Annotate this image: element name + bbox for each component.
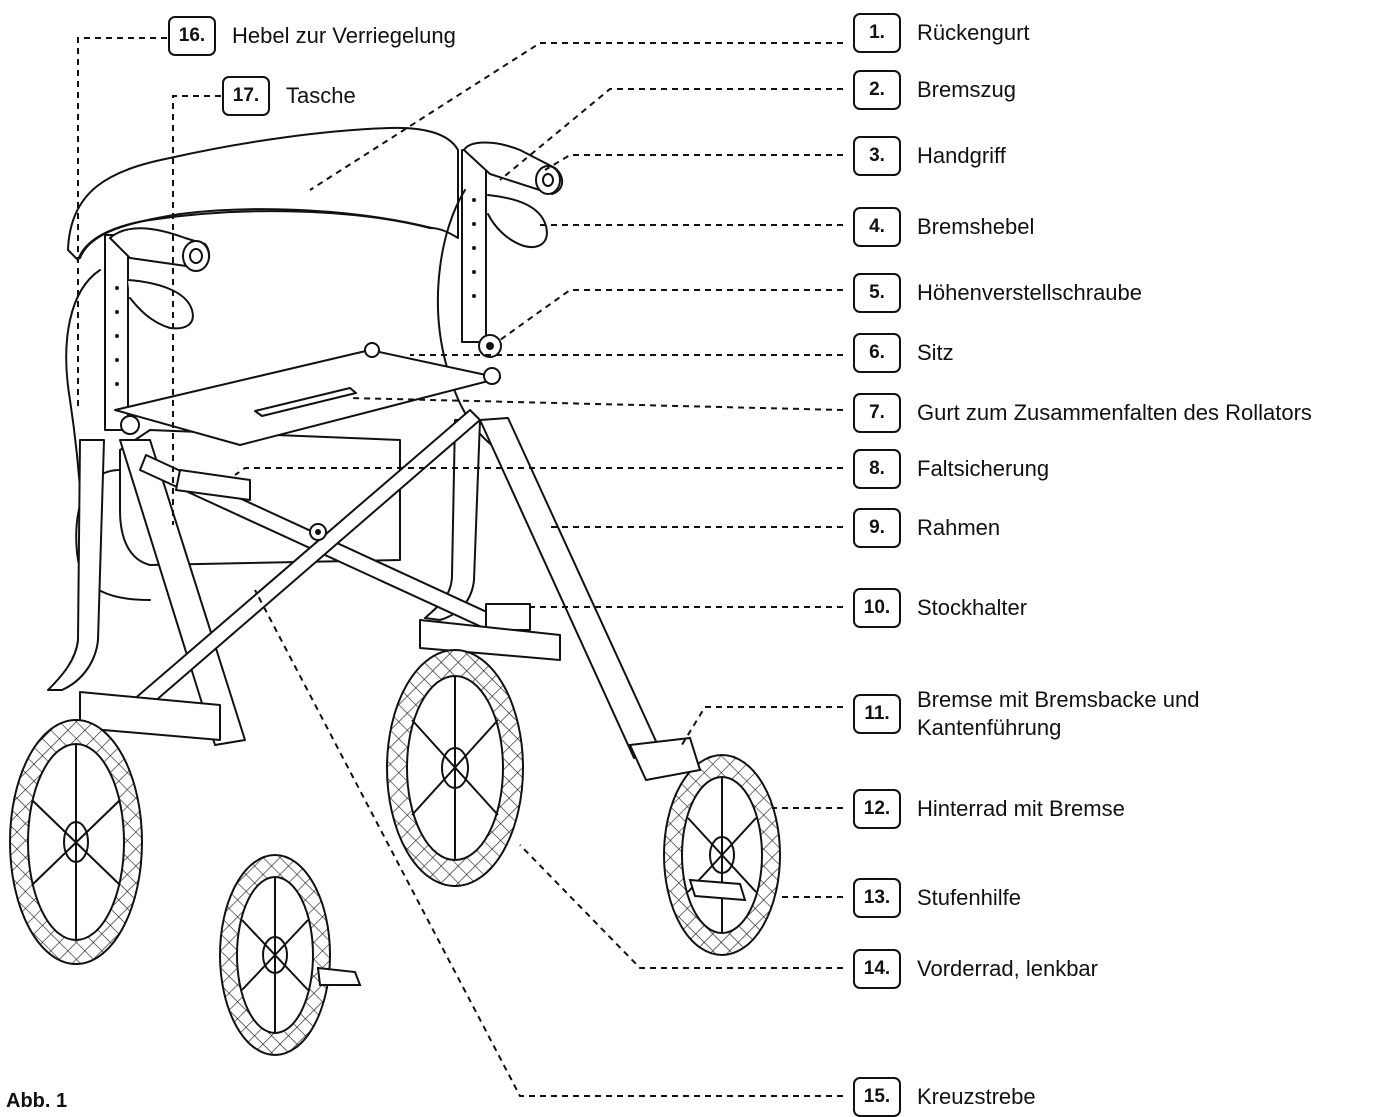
wheels bbox=[9, 649, 781, 1056]
callout-number: 12. bbox=[853, 789, 901, 829]
callout-label: Faltsicherung bbox=[917, 456, 1050, 481]
callout-number: 13. bbox=[853, 878, 901, 918]
callout-11: 11. Bremse mit Bremsbacke und Kantenführ… bbox=[853, 686, 1257, 742]
callout-2: 2. Bremszug bbox=[853, 70, 1016, 110]
right-brake-lever bbox=[487, 194, 548, 248]
brake-block bbox=[628, 736, 702, 782]
callout-5: 5. Höhenverstellschraube bbox=[853, 273, 1142, 313]
step-aid bbox=[688, 878, 747, 902]
right-rear-leg bbox=[424, 419, 481, 621]
callout-6: 6. Sitz bbox=[853, 333, 954, 373]
callout-9: 9. Rahmen bbox=[853, 508, 1000, 548]
callout-label: Höhenverstellschraube bbox=[917, 280, 1143, 305]
callout-label: Bremse mit Bremsbacke und Kantenführung bbox=[917, 687, 1200, 740]
callout-label: Sitz bbox=[917, 340, 954, 365]
callout-4: 4. Bremshebel bbox=[853, 207, 1034, 247]
callout-label: Rückengurt bbox=[917, 20, 1030, 45]
callout-number: 9. bbox=[853, 508, 901, 548]
callout-number: 14. bbox=[853, 949, 901, 989]
callout-16: 16. Hebel zur Verriegelung bbox=[168, 16, 456, 56]
folding-safety bbox=[175, 469, 251, 501]
callout-number: 2. bbox=[853, 70, 901, 110]
callout-label: Rahmen bbox=[917, 515, 1001, 540]
callout-label: Tasche bbox=[286, 83, 356, 108]
callout-label: Hebel zur Verriegelung bbox=[232, 23, 456, 48]
callout-14: 14. Vorderrad, lenkbar bbox=[853, 949, 1098, 989]
callout-label: Stockhalter bbox=[917, 595, 1028, 620]
callout-10: 10. Stockhalter bbox=[853, 588, 1027, 628]
callout-number: 4. bbox=[853, 207, 901, 247]
callout-label: Vorderrad, lenkbar bbox=[917, 956, 1098, 981]
callout-7: 7. Gurt zum Zusammenfalten des Rollators bbox=[853, 393, 1312, 433]
left-brake-lever bbox=[127, 279, 194, 330]
callout-label: Stufenhilfe bbox=[917, 885, 1021, 910]
callout-15: 15. Kreuzstrebe bbox=[853, 1077, 1036, 1117]
callout-number: 6. bbox=[853, 333, 901, 373]
callout-number: 17. bbox=[222, 76, 270, 116]
leader-lines bbox=[77, 37, 844, 1097]
left-rear-post bbox=[104, 234, 129, 431]
callout-number: 3. bbox=[853, 136, 901, 176]
callout-label: Gurt zum Zusammenfalten des Rollators bbox=[917, 400, 1312, 425]
callout-13: 13. Stufenhilfe bbox=[853, 878, 1021, 918]
callout-12: 12. Hinterrad mit Bremse bbox=[853, 789, 1125, 829]
rollator-frame bbox=[47, 126, 661, 759]
cane-holder bbox=[485, 603, 531, 631]
callout-3: 3. Handgriff bbox=[853, 136, 1006, 176]
callout-label: Kreuzstrebe bbox=[917, 1084, 1036, 1109]
callout-1: 1. Rückengurt bbox=[853, 13, 1030, 53]
left-front-leg bbox=[119, 439, 246, 746]
callout-label: Hinterrad mit Bremse bbox=[917, 796, 1125, 821]
callout-number: 1. bbox=[853, 13, 901, 53]
callout-label: Bremshebel bbox=[917, 214, 1035, 239]
callout-number: 10. bbox=[853, 588, 901, 628]
callout-number: 7. bbox=[853, 393, 901, 433]
callout-number: 15. bbox=[853, 1077, 901, 1117]
callout-number: 11. bbox=[853, 694, 901, 734]
callout-number: 8. bbox=[853, 449, 901, 489]
callout-label: Handgriff bbox=[917, 143, 1006, 168]
callout-17: 17. Tasche bbox=[222, 76, 356, 116]
figure-label: Abb. 1 bbox=[6, 1090, 68, 1112]
callout-number: 5. bbox=[853, 273, 901, 313]
left-rear-leg bbox=[47, 439, 105, 691]
callout-8: 8. Faltsicherung bbox=[853, 449, 1049, 489]
callout-label: Bremszug bbox=[917, 77, 1017, 102]
callout-number: 16. bbox=[168, 16, 216, 56]
